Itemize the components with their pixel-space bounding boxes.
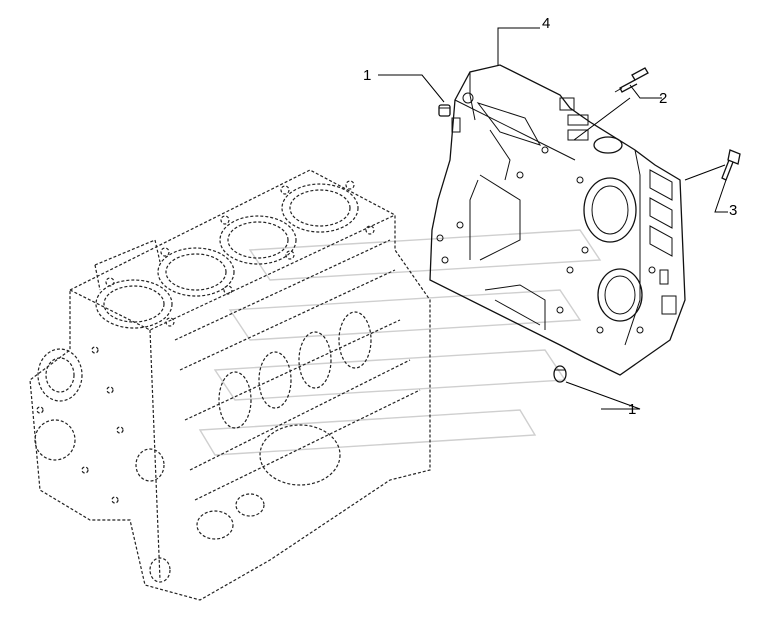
callout-1-lower: 1	[628, 401, 636, 418]
callout-1-upper: 1	[363, 67, 371, 84]
plug-part-1-upper	[438, 104, 451, 117]
bolt-part-2	[614, 67, 649, 93]
callout-3: 3	[729, 202, 737, 219]
plug-part-1-lower	[553, 365, 567, 383]
bolt-part-3	[721, 149, 741, 181]
callout-4: 4	[542, 15, 550, 32]
leader-lines	[378, 27, 728, 410]
engine-block	[29, 169, 431, 601]
callout-2: 2	[659, 90, 667, 107]
timing-gear-housing	[429, 64, 686, 376]
